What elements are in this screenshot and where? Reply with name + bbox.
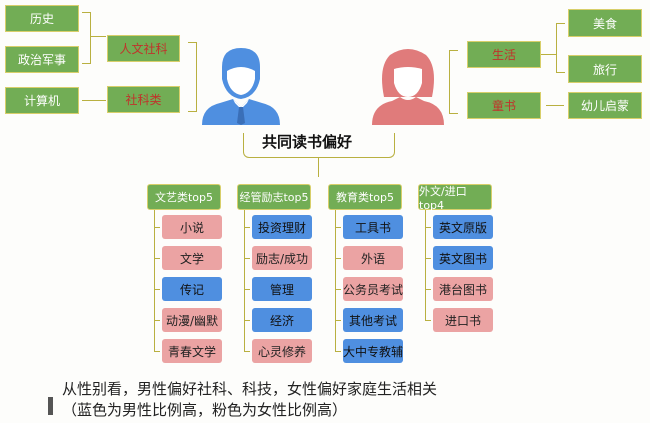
book-category-item: 青春文学 (162, 339, 222, 363)
book-category-item: 其他考试 (343, 308, 403, 332)
column-header: 教育类top5 (328, 184, 402, 210)
connector (318, 157, 320, 177)
male-category-social: 社科类 (107, 86, 180, 113)
tree-tick (335, 289, 341, 290)
connector (546, 105, 564, 106)
book-category-item: 英文图书 (433, 246, 493, 270)
book-category-item: 工具书 (343, 215, 403, 239)
book-category-item: 小说 (162, 215, 222, 239)
book-category-item: 励志/成功 (252, 246, 312, 270)
male-leaf-computer: 计算机 (5, 87, 79, 114)
female-leaf-travel: 旅行 (568, 55, 642, 83)
tree-tick (425, 320, 431, 321)
tree-tick (244, 289, 250, 290)
female-category-children: 童书 (467, 92, 541, 119)
tree-tick (425, 289, 431, 290)
tree-line (425, 210, 427, 320)
male-avatar-icon (200, 45, 282, 131)
diagram-title: 共同读书偏好 (262, 133, 353, 151)
tree-tick (244, 258, 250, 259)
book-category-item: 公务员考试 (343, 277, 403, 301)
book-category-item: 港台图书 (433, 277, 493, 301)
book-category-item: 外语 (343, 246, 403, 270)
tree-tick (244, 351, 250, 352)
tree-line (244, 210, 246, 351)
connector (82, 100, 106, 101)
book-category-item: 进口书 (433, 308, 493, 332)
book-category-item: 心灵修养 (252, 339, 312, 363)
bracket (82, 12, 91, 64)
tree-tick (335, 320, 341, 321)
tree-tick (425, 258, 431, 259)
caption-line-1: 从性别看，男性偏好社科、科技，女性偏好家庭生活相关 (62, 380, 438, 398)
tree-tick (335, 227, 341, 228)
male-leaf-politics: 政治军事 (5, 46, 79, 73)
bracket (449, 50, 458, 114)
title-bracket (243, 133, 395, 158)
book-category-item: 英文原版 (433, 215, 493, 239)
tree-tick (154, 351, 160, 352)
tree-tick (154, 320, 160, 321)
caption-bar (48, 397, 53, 415)
column-header: 文艺类top5 (147, 184, 221, 210)
column-header: 外文/进口top4 (418, 184, 492, 212)
bracket (556, 23, 565, 73)
connector (541, 54, 556, 55)
tree-tick (335, 258, 341, 259)
caption-line-2: （蓝色为男性比例高，粉色为女性比例高） (62, 401, 348, 419)
tree-tick (244, 227, 250, 228)
tree-tick (335, 351, 341, 352)
book-category-item: 传记 (162, 277, 222, 301)
tree-line (154, 210, 156, 351)
book-category-item: 大中专教辅 (343, 339, 403, 363)
tree-tick (425, 227, 431, 228)
tree-tick (154, 289, 160, 290)
female-category-life: 生活 (467, 41, 541, 68)
book-category-item: 文学 (162, 246, 222, 270)
female-leaf-early-learning: 幼儿启蒙 (568, 92, 642, 119)
tree-line (335, 210, 337, 351)
book-category-item: 管理 (252, 277, 312, 301)
tree-tick (154, 227, 160, 228)
book-category-item: 经济 (252, 308, 312, 332)
connector (90, 36, 106, 37)
tree-tick (154, 258, 160, 259)
female-leaf-food: 美食 (568, 9, 642, 37)
book-category-item: 动漫/幽默 (162, 308, 222, 332)
column-header: 经管励志top5 (237, 184, 311, 210)
male-category-humanities: 人文社科 (107, 35, 180, 62)
tree-tick (244, 320, 250, 321)
female-avatar-icon (370, 47, 446, 129)
bracket (188, 42, 197, 112)
book-category-item: 投资理财 (252, 215, 312, 239)
male-leaf-history: 历史 (5, 5, 79, 32)
